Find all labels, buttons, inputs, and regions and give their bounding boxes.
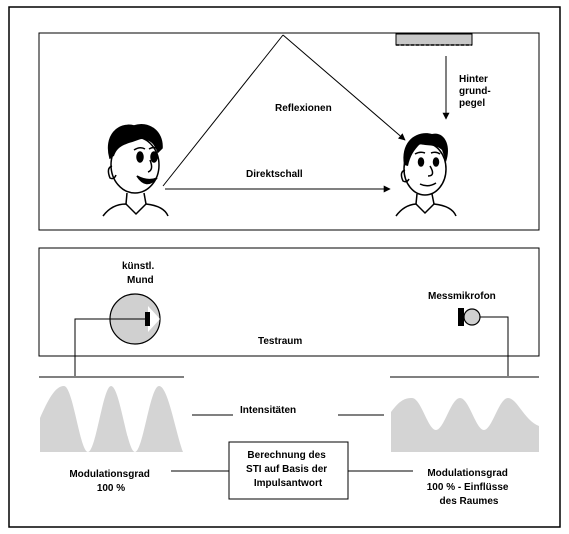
room-panel	[38, 32, 540, 231]
right-modulation-label: Modulationsgrad 100 % - Einflüsse des Ra…	[427, 468, 511, 507]
listener-icon	[395, 133, 457, 217]
reflection-path-down	[282, 34, 406, 141]
right-modulation-waveform	[391, 398, 539, 452]
test-room-label: Testraum	[258, 336, 302, 347]
direct-sound-label: Direktschall	[246, 169, 303, 180]
mouth-signal-line	[74, 318, 145, 376]
artificial-mouth-label: künstl. Mund	[122, 261, 157, 286]
background-noise-label: Hinter grund- pegel	[459, 74, 493, 109]
intensities-label: Intensitäten	[240, 405, 296, 416]
background-noise-source	[395, 33, 473, 46]
reflections-label: Reflexionen	[275, 103, 332, 114]
microphone-signal-line	[480, 316, 509, 376]
talker-icon	[102, 124, 169, 217]
test-room-panel	[38, 247, 540, 357]
microphone-label: Messmikrofon	[428, 291, 496, 302]
outer-frame	[8, 6, 561, 528]
left-modulation-label: Modulationsgrad 100 %	[69, 469, 152, 494]
sti-computation-text: Berechnung des STI auf Basis der Impulsa…	[246, 450, 330, 489]
sti-computation-box	[228, 441, 349, 500]
left-modulation-waveform	[40, 386, 183, 452]
microphone-icon	[458, 308, 481, 326]
reflection-path-up	[162, 34, 284, 187]
